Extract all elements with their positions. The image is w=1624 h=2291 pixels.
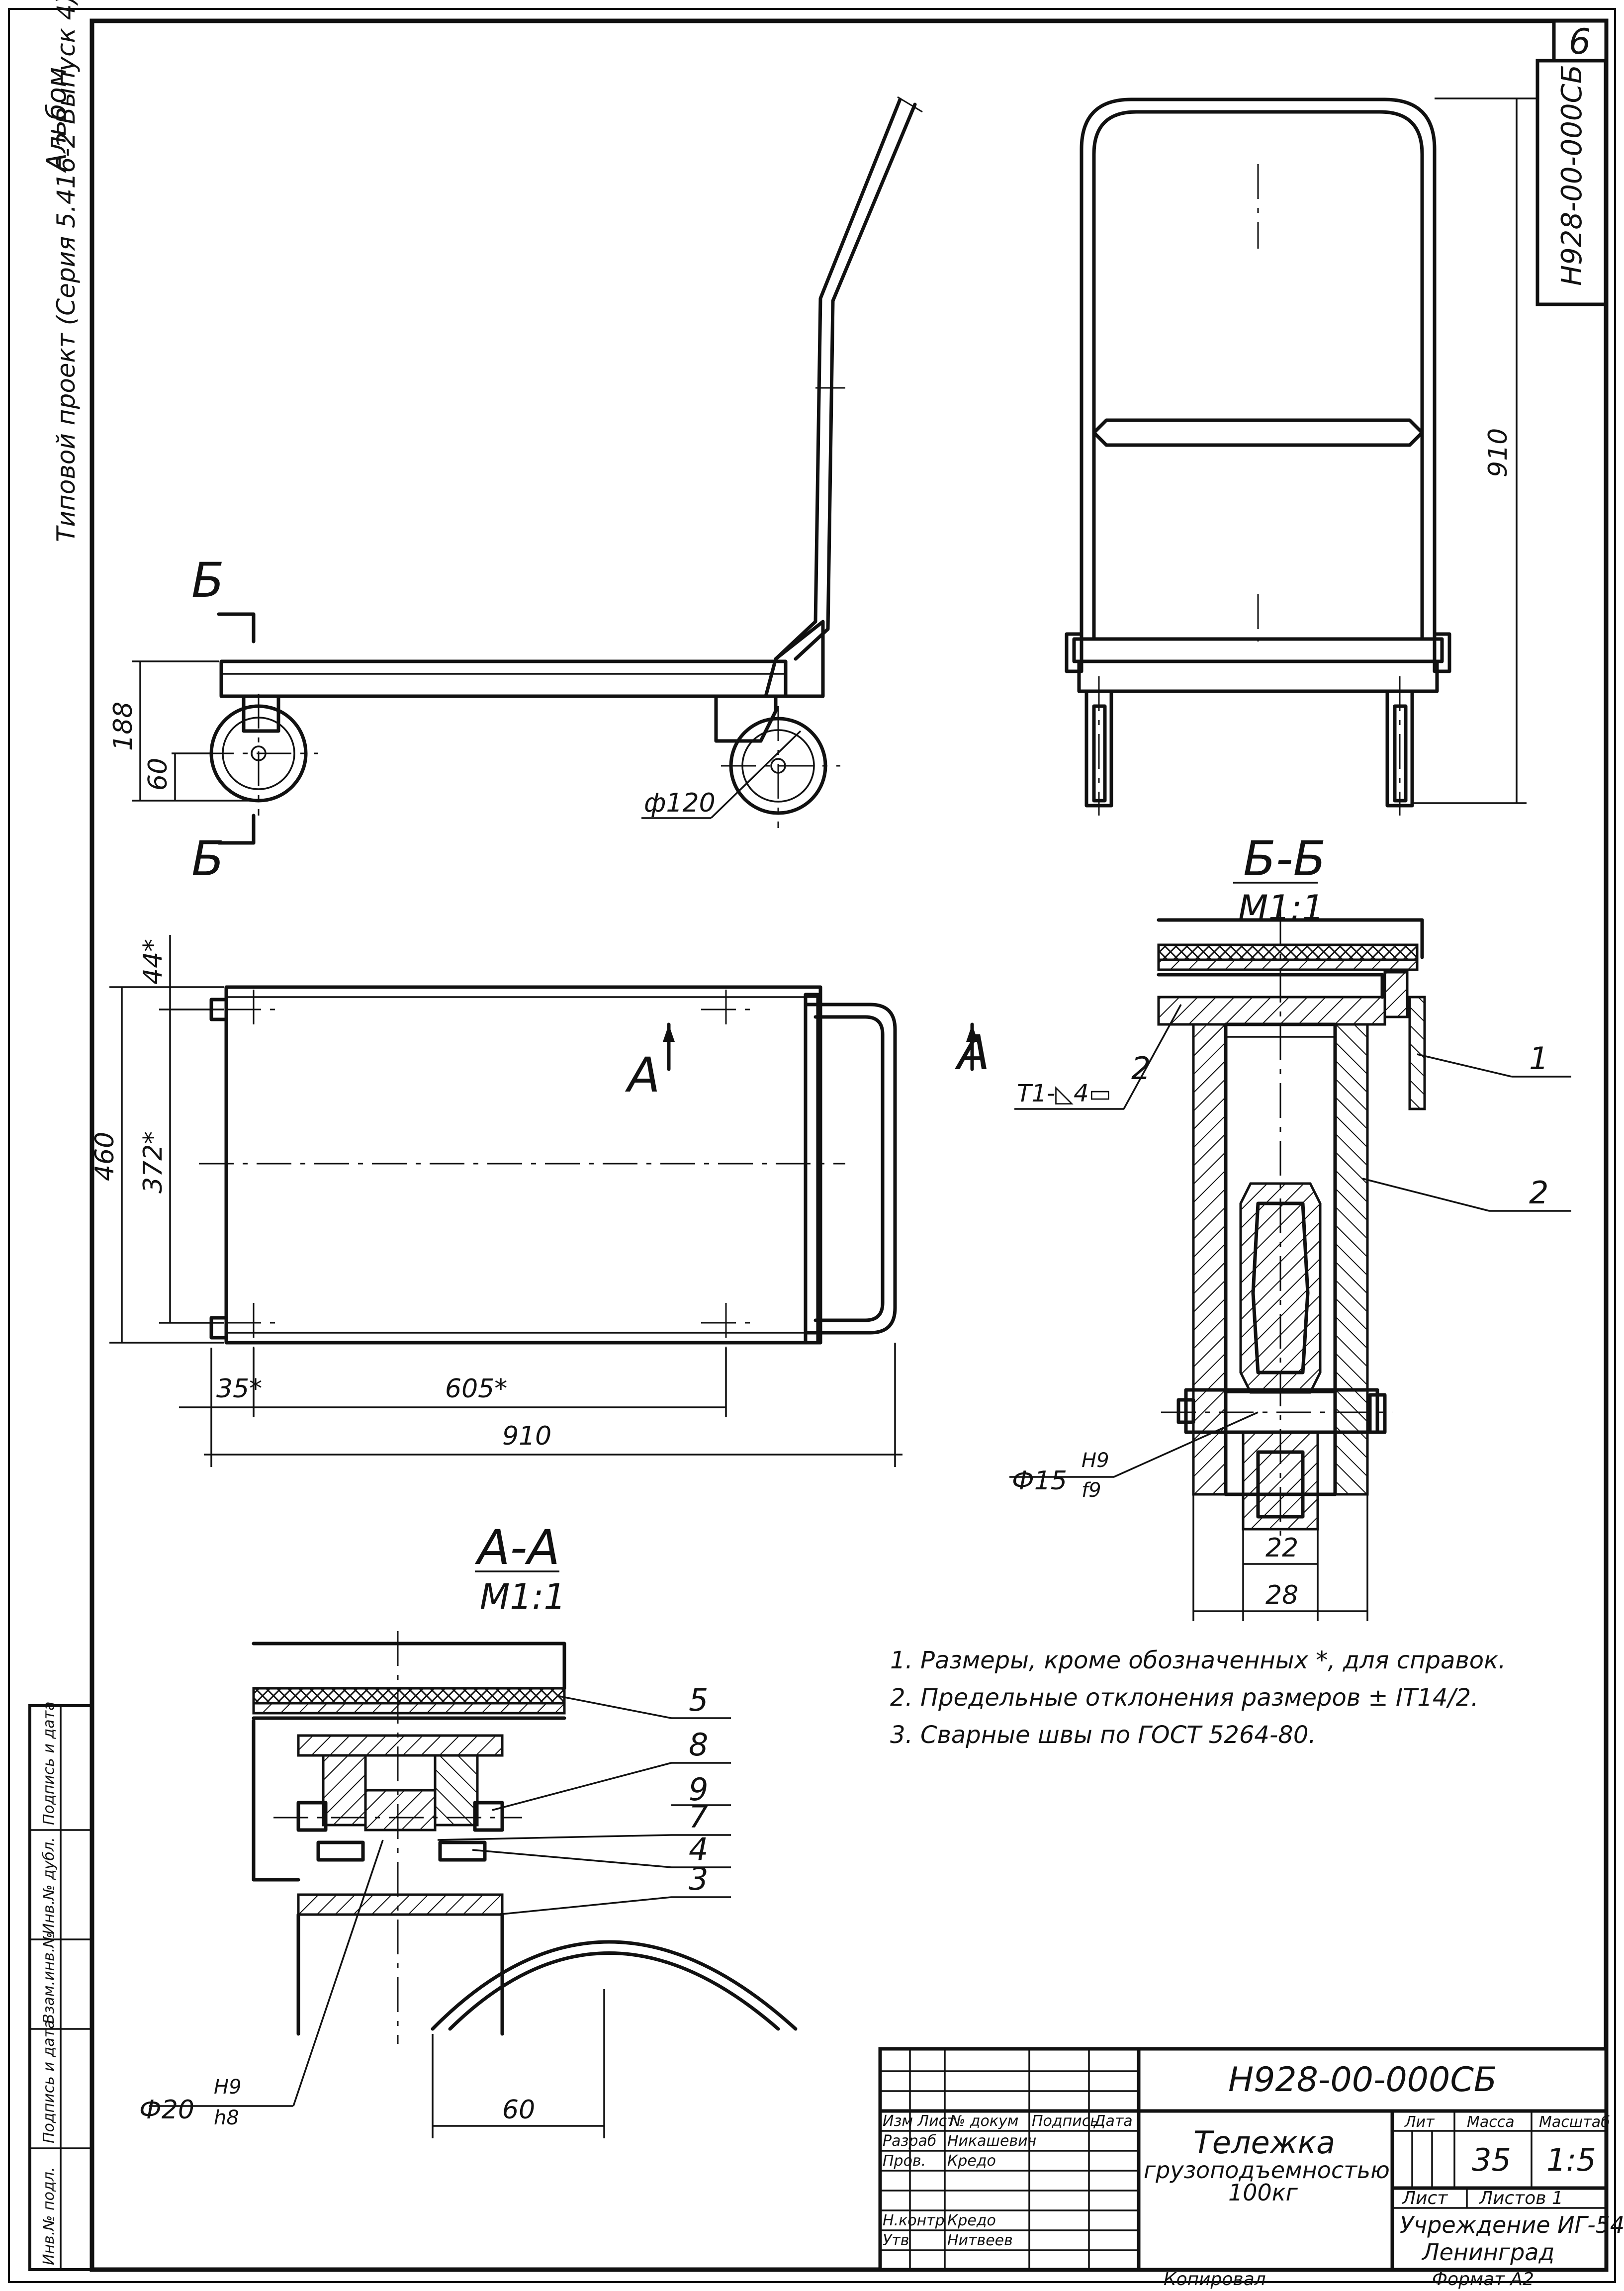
dim-60: 60 bbox=[143, 758, 173, 791]
side-album: Альбом bbox=[41, 67, 72, 173]
section-aa-scale: М1:1 bbox=[480, 1576, 566, 1617]
tb-col-mass: Масса bbox=[1467, 2113, 1515, 2131]
callout-8: 8 bbox=[689, 1727, 708, 1763]
tb-name-b: Кредо bbox=[947, 2152, 996, 2170]
weld-symbol: Т1-◺4▭ bbox=[1017, 1080, 1111, 1107]
left-stamp: Подпись и дата Инв.№ дубл. Взам.инв.№ По… bbox=[28, 1702, 93, 2271]
tb-format: Формат А2 bbox=[1432, 2269, 1534, 2290]
fit-15: Ф15 bbox=[1012, 1466, 1067, 1496]
note-3: 3. Сварные швы по ГОСТ 5264-80. bbox=[890, 1721, 1316, 1749]
tb-col-lit: Лит bbox=[1404, 2113, 1435, 2131]
section-b-bottom: Б bbox=[191, 831, 224, 887]
section-bb-scale: М1:1 bbox=[1238, 888, 1324, 928]
dim-28: 28 bbox=[1265, 1580, 1298, 1610]
svg-text:Инв.№ дубл.: Инв.№ дубл. bbox=[40, 1837, 58, 1934]
inner-frame bbox=[90, 18, 1609, 2272]
tb-role-2: Пров. bbox=[883, 2152, 926, 2170]
section-a-right: А bbox=[954, 1025, 990, 1081]
tb-name-3: 100кг bbox=[1228, 2179, 1298, 2206]
tb-hdr-0: № докум bbox=[949, 2112, 1018, 2130]
plan-view: А А 460 372* 44* 35* 605* 910 bbox=[90, 935, 990, 1467]
top-drawing-code: Н928-00-000СБ bbox=[1556, 65, 1588, 286]
callout-9: 9 bbox=[689, 1771, 708, 1808]
section-aa: А-А М1:1 5 8 9 7 4 bbox=[139, 1520, 798, 2138]
tb-sheets: Листов 1 bbox=[1478, 2188, 1563, 2208]
outer-frame bbox=[8, 8, 1616, 2283]
tb-hdr-1: Подпись bbox=[1032, 2112, 1099, 2130]
dim-188: 188 bbox=[108, 702, 138, 751]
dim-44: 44* bbox=[138, 939, 168, 985]
dim-605: 605* bbox=[445, 1374, 507, 1404]
tb-name-c: Кредо bbox=[947, 2212, 996, 2229]
sheet-number: 6 bbox=[1569, 21, 1591, 62]
tb-hdr-2: Дата bbox=[1093, 2112, 1133, 2130]
tb-name-2: грузоподъемностью bbox=[1144, 2157, 1390, 2184]
svg-text:Подпись и дата: Подпись и дата bbox=[40, 2020, 58, 2144]
callout-4: 4 bbox=[689, 1831, 708, 1867]
tb-mass: 35 bbox=[1472, 2142, 1511, 2178]
tb-sheet: Лист bbox=[1401, 2188, 1448, 2208]
tb-code: Н928-00-000СБ bbox=[1228, 2060, 1497, 2100]
tb-org-2: Ленинград bbox=[1421, 2239, 1554, 2266]
section-b-top: Б bbox=[191, 552, 224, 608]
svg-text:Взам.инв.№: Взам.инв.№ bbox=[40, 1932, 58, 2024]
callout-2: 2 bbox=[1529, 1175, 1548, 1211]
note-1: 1. Размеры, кроме обозначенных *, для сп… bbox=[890, 1647, 1506, 1674]
section-bb: Б-Б М1:1 Т1-◺4▭ 2 1 2 bbox=[1009, 831, 1571, 1621]
dim-372: 372* bbox=[138, 1131, 168, 1193]
callout-7: 7 bbox=[689, 1799, 708, 1835]
dim-plan-910: 910 bbox=[502, 1421, 551, 1451]
title-block: Н928-00-000СБ Тележка грузоподъемностью … bbox=[878, 2047, 1624, 2272]
fit-20: Ф20 bbox=[139, 2095, 194, 2125]
side-view: Б Б 188 60 ф120 bbox=[108, 96, 923, 887]
dim-22: 22 bbox=[1265, 1533, 1298, 1563]
svg-text:Инв.№ подл.: Инв.№ подл. bbox=[40, 2167, 58, 2265]
tb-role-4: Утв bbox=[883, 2232, 909, 2249]
callout-1: 1 bbox=[1529, 1040, 1548, 1077]
fit-15-upper: H9 bbox=[1082, 1449, 1109, 1472]
dim-35: 35* bbox=[216, 1374, 262, 1404]
dim-arc-60: 60 bbox=[502, 2095, 535, 2125]
dim-wheel-dia: ф120 bbox=[644, 788, 716, 818]
callout-5: 5 bbox=[689, 1682, 708, 1718]
tb-role-3: Н.контр bbox=[883, 2212, 945, 2229]
top-code-box bbox=[1535, 59, 1608, 306]
weld-callout: 2 bbox=[1131, 1050, 1151, 1087]
fit-20-lower: h8 bbox=[214, 2107, 239, 2129]
tb-name-1: Тележка bbox=[1193, 2124, 1335, 2161]
tb-name-0: Никашевич bbox=[947, 2132, 1036, 2150]
section-a-left: А bbox=[625, 1047, 660, 1103]
tb-role-1: Разраб bbox=[883, 2132, 936, 2150]
dim-front-910: 910 bbox=[1483, 428, 1513, 477]
svg-text:Подпись и дата: Подпись и дата bbox=[40, 1702, 58, 1826]
section-aa-title: А-А bbox=[474, 1520, 560, 1575]
callout-3: 3 bbox=[689, 1861, 708, 1897]
fit-20-upper: H9 bbox=[214, 2076, 242, 2099]
tb-role-0: Изм Лист bbox=[883, 2112, 956, 2130]
section-bb-title: Б-Б bbox=[1243, 831, 1326, 887]
side-project: Типовой проект (Серия 5.416-2 Выпуск 4) bbox=[52, 0, 81, 542]
tb-col-scale: Масштаб bbox=[1539, 2113, 1610, 2131]
tb-scale: 1:5 bbox=[1546, 2142, 1596, 2178]
dim-460: 460 bbox=[90, 1132, 120, 1181]
tb-name-d: Нитвеев bbox=[947, 2232, 1013, 2249]
fit-15-lower: f9 bbox=[1082, 1479, 1101, 1502]
note-2: 2. Предельные отклонения размеров ± IT14… bbox=[890, 1684, 1478, 1712]
front-view: 910 bbox=[1065, 97, 1536, 816]
tb-copied: Копировал bbox=[1164, 2269, 1266, 2290]
notes: 1. Размеры, кроме обозначенных *, для сп… bbox=[890, 1647, 1506, 1749]
tb-org-1: Учреждение ИГ-5418 bbox=[1400, 2211, 1624, 2238]
